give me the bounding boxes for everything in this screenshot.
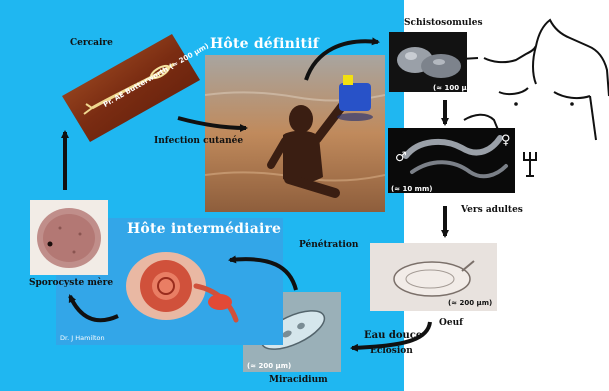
arrow-snail-to-sporocyst bbox=[70, 296, 118, 320]
arrow-miracidium-to-snail bbox=[230, 259, 296, 290]
arrow-egg-to-miracidium bbox=[352, 322, 430, 348]
arrow-host-to-schistosomules bbox=[306, 41, 378, 80]
arrow-cercaire-to-host bbox=[178, 118, 246, 128]
